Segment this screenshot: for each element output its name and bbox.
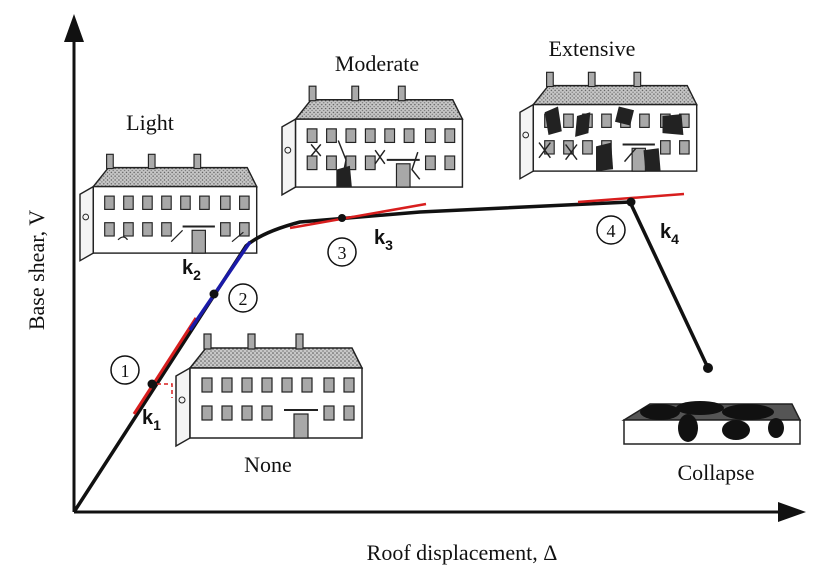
building-collapse-illustration xyxy=(621,401,802,445)
circled-number-3: 3 xyxy=(327,237,357,267)
stiffness-label-k1: k1 xyxy=(142,407,161,433)
collapse-branch xyxy=(628,201,710,369)
stiffness-label-k2: k2 xyxy=(182,257,201,283)
x-axis-arrow xyxy=(778,502,806,522)
building-extensive-illustration xyxy=(519,71,698,180)
damage-label-none: None xyxy=(244,452,292,477)
point-marker-2 xyxy=(209,289,219,299)
circled-number-1: 1 xyxy=(110,355,140,385)
y-axis-label: Base shear, V xyxy=(24,210,49,330)
collapse-marker xyxy=(703,363,713,373)
x-axis-label: Roof displacement, Δ xyxy=(367,540,558,565)
stiffness-label-k4: k4 xyxy=(660,221,679,247)
circled-number-4: 4 xyxy=(596,215,626,245)
slope-triangle-k1 xyxy=(150,383,173,398)
building-moderate-illustration xyxy=(281,85,464,196)
damage-label-extensive: Extensive xyxy=(549,36,636,61)
tangent-k2 xyxy=(188,241,252,331)
y-axis-arrow xyxy=(64,14,84,42)
svg-text:4: 4 xyxy=(607,221,616,241)
svg-text:3: 3 xyxy=(338,243,347,263)
building-light-illustration xyxy=(79,153,258,262)
building-none-illustration xyxy=(175,333,363,447)
point-marker-1 xyxy=(147,379,157,389)
tangent-k3 xyxy=(289,202,427,230)
svg-text:2: 2 xyxy=(239,289,248,309)
damage-label-moderate: Moderate xyxy=(335,51,419,76)
point-marker-3 xyxy=(338,214,346,222)
point-marker-4 xyxy=(626,197,636,207)
svg-text:1: 1 xyxy=(121,361,130,381)
damage-label-light: Light xyxy=(126,110,174,135)
tangent-k1 xyxy=(132,317,198,415)
axes xyxy=(64,14,806,522)
stiffness-label-k3: k3 xyxy=(374,227,393,253)
circled-number-2: 2 xyxy=(228,283,258,313)
damage-label-collapse: Collapse xyxy=(678,460,755,485)
